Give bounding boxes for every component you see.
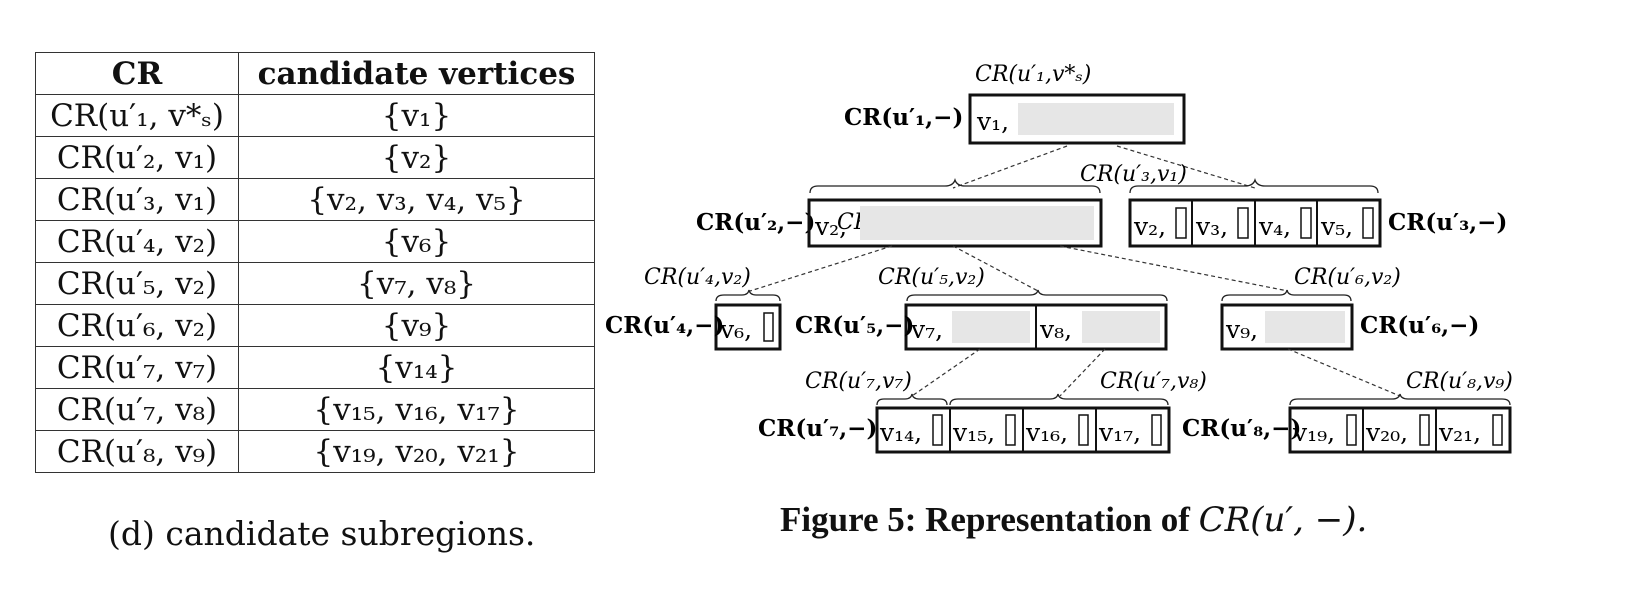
group-label-u2: CR(u′₂,−)	[696, 209, 815, 236]
cell-v8: v₈,	[1039, 315, 1072, 344]
header-cr: CR	[35, 52, 239, 95]
table-row: CR(u′₆, v₂){v₉}	[35, 304, 595, 347]
table-caption: (d) candidate subregions.	[108, 514, 536, 553]
cell-v20: v₂₀,	[1365, 418, 1408, 447]
cell-v21: v₂₁,	[1438, 418, 1481, 447]
vertices-cell: {v₁₅, v₁₆, v₁₇}	[238, 388, 595, 431]
group-label-u6: CR(u′₆,−)	[1360, 312, 1479, 339]
cr-cell: CR(u′₇, v₈)	[35, 388, 239, 431]
vertices-cell: {v₁}	[238, 94, 595, 137]
header-candidate-vertices: candidate vertices	[238, 52, 595, 95]
table-row: CR(u′₁, v*ₛ){v₁}	[35, 94, 595, 137]
cr-tree-diagram: .box{fill:none;stroke:#111;stroke-width:…	[605, 62, 1513, 454]
cell-v2: v₂,	[814, 212, 847, 241]
cr-cell: CR(u′₃, v₁)	[35, 178, 239, 221]
cell-v7: v₇,	[910, 315, 943, 344]
cell-v6: v₆,	[719, 315, 752, 344]
vertices-cell: {v₁₄}	[238, 346, 595, 389]
cr-cell: CR(u′₈, v₉)	[35, 430, 239, 473]
cell-v16: v₁₆,	[1025, 418, 1068, 447]
cell-v1: v₁,	[976, 107, 1009, 136]
brace-label-u5-v2: CR(u′₅,v₂)	[878, 265, 985, 290]
vertices-cell: {v₉}	[238, 304, 595, 347]
table-row: CR(u′₇, v₈){v₁₅, v₁₆, v₁₇}	[35, 388, 595, 431]
figure-caption-text: Figure 5: Representation of	[780, 500, 1199, 539]
cr-cell: CR(u′₂, v₁)	[35, 136, 239, 179]
cr-cell: CR(u′₁, v*ₛ)	[35, 94, 239, 137]
table-row: CR(u′₈, v₉){v₁₉, v₂₀, v₂₁}	[35, 430, 595, 473]
table-row: CR(u′₂, v₁){v₂}	[35, 136, 595, 179]
cr-cell: CR(u′₄, v₂)	[35, 220, 239, 263]
cell-v5: v₅,	[1320, 212, 1353, 241]
cell-v14: v₁₄,	[879, 418, 922, 447]
cell-v19: v₁₉,	[1292, 418, 1335, 447]
group-label-u7: CR(u′₇,−)	[758, 415, 877, 442]
group-u7: CR(u′₇,v₇) CR(u′₇,v₈) v₁₄, v₁₅, v₁₆, v₁₇…	[758, 369, 1207, 454]
table-row: CR(u′₇, v₇){v₁₄}	[35, 346, 595, 389]
brace-label-u7-v7: CR(u′₇,v₇)	[805, 369, 912, 394]
table-row: CR(u′₅, v₂){v₇, v₈}	[35, 262, 595, 305]
cell-v2b: v₂,	[1133, 212, 1166, 241]
brace-label-u6-v2: CR(u′₆,v₂)	[1294, 265, 1401, 290]
figure-caption: Figure 5: Representation of CR(u′, −).	[780, 500, 1367, 540]
vertices-cell: {v₂}	[238, 136, 595, 179]
group-label-u8: CR(u′₈,−)	[1182, 415, 1301, 442]
vertices-cell: {v₁₉, v₂₀, v₂₁}	[238, 430, 595, 473]
group-u2: CR(u′₂,v₁) CR(u′₂,−) v₂,	[696, 177, 1103, 248]
group-u5: CR(u′₅,v₂) v₇, v₈, CR(u′₅,−)	[795, 265, 1168, 351]
group-label-u5: CR(u′₅,−)	[795, 312, 914, 339]
candidate-subregions-table: CR candidate vertices CR(u′₁, v*ₛ){v₁} C…	[35, 52, 595, 473]
cell-v3: v₃,	[1195, 212, 1228, 241]
cr-cell: CR(u′₇, v₇)	[35, 346, 239, 389]
table-row: CR(u′₄, v₂){v₆}	[35, 220, 595, 263]
brace-label-u4-v2: CR(u′₄,v₂)	[644, 265, 751, 290]
table-header-row: CR candidate vertices	[35, 52, 595, 95]
group-u3: CR(u′₃,v₁) v₂, v₃, v₄, v₅, CR(u′₃,−)	[1080, 162, 1507, 248]
cell-v9: v₉,	[1225, 315, 1258, 344]
cell-v17: v₁₇,	[1098, 418, 1141, 447]
group-u6: CR(u′₆,v₂) v₉, CR(u′₆,−)	[1220, 265, 1479, 351]
group-u4: CR(u′₄,v₂) v₆, CR(u′₄,−)	[605, 265, 782, 351]
brace-label-u7-v8: CR(u′₇,v₈)	[1100, 369, 1207, 394]
table-row: CR(u′₃, v₁){v₂, v₃, v₄, v₅}	[35, 178, 595, 221]
vertices-cell: {v₇, v₈}	[238, 262, 595, 305]
group-u1: CR(u′₁,−) CR(u′₁,v*ₛ) v₁,	[844, 62, 1186, 145]
group-label-u3: CR(u′₃,−)	[1388, 209, 1507, 236]
figure-caption-math: CR(u′, −).	[1198, 500, 1368, 540]
vertices-cell: {v₂, v₃, v₄, v₅}	[238, 178, 595, 221]
group-u8: CR(u′₈,v₉) v₁₉, v₂₀, v₂₁, CR(u′₈,−)	[1182, 369, 1513, 454]
cell-v4: v₄,	[1258, 212, 1291, 241]
vertices-cell: {v₆}	[238, 220, 595, 263]
cell-v15: v₁₅,	[952, 418, 995, 447]
cr-cell: CR(u′₅, v₂)	[35, 262, 239, 305]
brace-label-u8-v9: CR(u′₈,v₉)	[1406, 369, 1513, 394]
brace-label-u3-v1: CR(u′₃,v₁)	[1080, 162, 1187, 187]
brace-label-u1-vs: CR(u′₁,v*ₛ)	[975, 62, 1091, 87]
group-label-u4: CR(u′₄,−)	[605, 312, 724, 339]
group-label-u1: CR(u′₁,−)	[844, 104, 963, 131]
cr-cell: CR(u′₆, v₂)	[35, 304, 239, 347]
